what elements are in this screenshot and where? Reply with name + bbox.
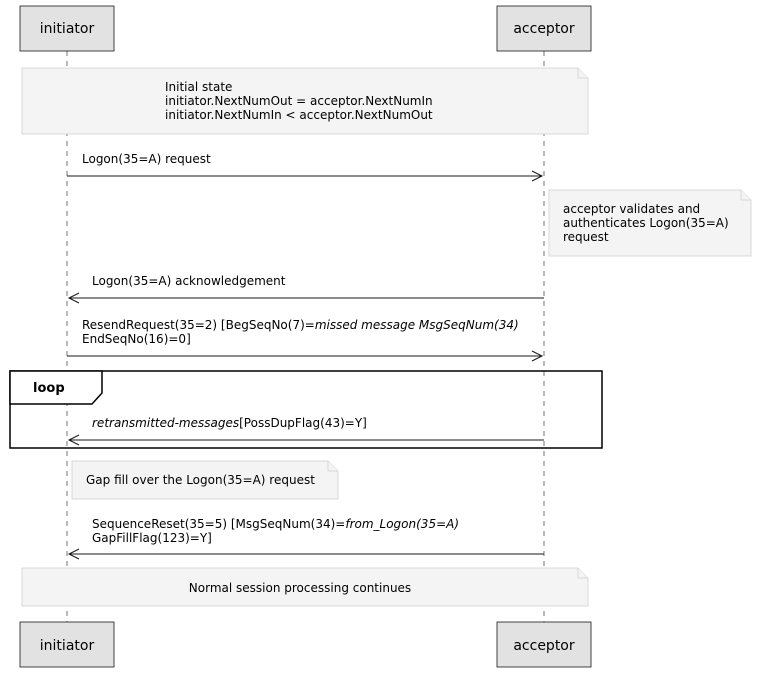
message-resend-request: ResendRequest(35=2) [BegSeqNo(7)=missed … (67, 318, 544, 362)
participant-acceptor-label: acceptor (513, 21, 575, 37)
message-sequence-reset: SequenceReset(35=5) [MsgSeqNum(34)=from_… (67, 517, 544, 560)
message-sequence-reset-line1: SequenceReset(35=5) [MsgSeqNum(34)=from_… (92, 517, 459, 531)
note-acceptor-validates-line1: acceptor validates and (563, 202, 700, 216)
note-gap-fill-line1: Gap fill over the Logon(35=A) request (86, 473, 315, 487)
note-acceptor-validates-line2: authenticates Logon(35=A) (563, 216, 729, 230)
message-sequence-reset-line2: GapFillFlag(123)=Y] (92, 531, 212, 545)
note-initial-state-line3: initiator.NextNumIn < acceptor.NextNumOu… (165, 108, 433, 122)
note-initial-state-line2: initiator.NextNumOut = acceptor.NextNumI… (165, 94, 433, 108)
message-logon-request: Logon(35=A) request (67, 152, 544, 182)
arrowhead-left-icon (67, 548, 80, 560)
message-logon-ack: Logon(35=A) acknowledgement (67, 274, 544, 304)
arrowhead-right-icon (531, 170, 544, 182)
message-retransmitted-label: retransmitted-messages[PossDupFlag(43)=Y… (92, 416, 367, 430)
note-gap-fill: Gap fill over the Logon(35=A) request (71, 460, 339, 500)
note-normal-processing: Normal session processing continues (21, 567, 589, 607)
participant-initiator-label: initiator (40, 21, 95, 37)
message-logon-ack-label: Logon(35=A) acknowledgement (92, 274, 286, 288)
note-normal-processing-line1: Normal session processing continues (189, 581, 411, 595)
note-initial-state: Initial state initiator.NextNumOut = acc… (21, 67, 589, 135)
participant-initiator-top: initiator (19, 5, 115, 52)
message-logon-request-label: Logon(35=A) request (82, 152, 211, 166)
note-initial-state-line1: Initial state (165, 80, 232, 94)
participant-acceptor-bottom: acceptor (496, 621, 592, 668)
participant-acceptor-top: acceptor (496, 5, 592, 52)
note-acceptor-validates-line3: request (563, 230, 609, 244)
arrowhead-left-icon (67, 292, 80, 304)
participant-acceptor-label-bottom: acceptor (513, 638, 575, 654)
message-resend-request-line2: EndSeqNo(16)=0] (82, 332, 191, 346)
message-resend-request-line1: ResendRequest(35=2) [BegSeqNo(7)=missed … (82, 318, 519, 332)
loop-label: loop (33, 381, 65, 396)
arrowhead-left-icon (67, 434, 80, 446)
participant-initiator-bottom: initiator (19, 621, 115, 668)
arrowhead-right-icon (531, 350, 544, 362)
loop-frame: loop (9, 370, 603, 449)
participant-initiator-label-bottom: initiator (40, 638, 95, 654)
note-acceptor-validates: acceptor validates and authenticates Log… (548, 189, 752, 257)
message-retransmitted: retransmitted-messages[PossDupFlag(43)=Y… (67, 416, 544, 446)
